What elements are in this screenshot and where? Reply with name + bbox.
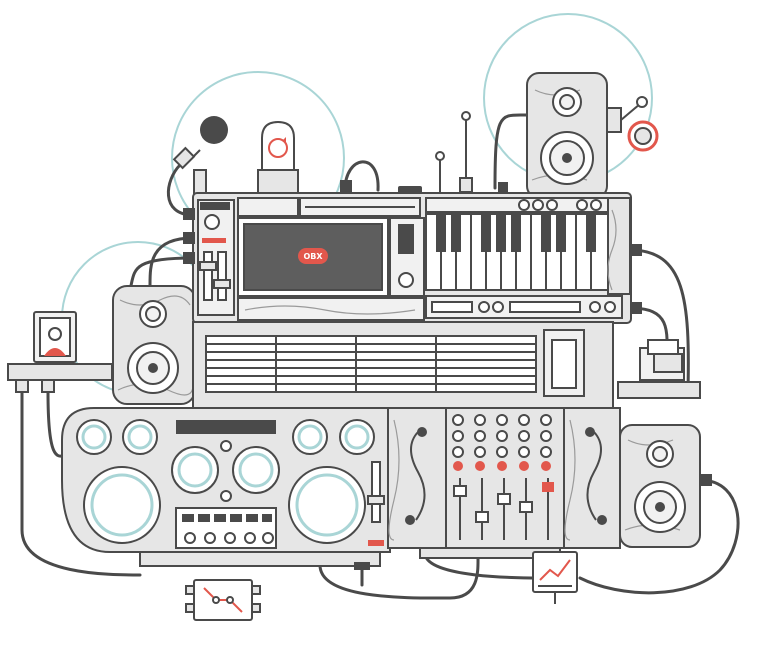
circuit-board-icon [185,579,261,621]
antennas [340,111,508,194]
upper-console: OBX [192,192,632,324]
microphone-icon [172,116,228,195]
vacuum-tube-icon [257,120,299,196]
right-shelf [617,339,701,399]
piano-keyboard-icon [425,213,609,291]
upper-connectors [183,208,642,314]
lower-console [61,407,391,570]
left-speaker-icon [112,285,196,405]
cassette-label: OBX [303,252,323,261]
right-speaker-icon [619,424,712,548]
mixer-section [387,407,621,559]
middle-rack [192,321,614,409]
violin-f-hole-icon [405,427,427,525]
top-speaker-icon [526,72,659,199]
cassette-logo: OBX [298,248,328,264]
mixer-knob-icon [452,414,552,471]
left-shelf [7,363,113,393]
graph-monitor-icon [532,551,578,604]
portrait-frame-icon [33,311,77,363]
